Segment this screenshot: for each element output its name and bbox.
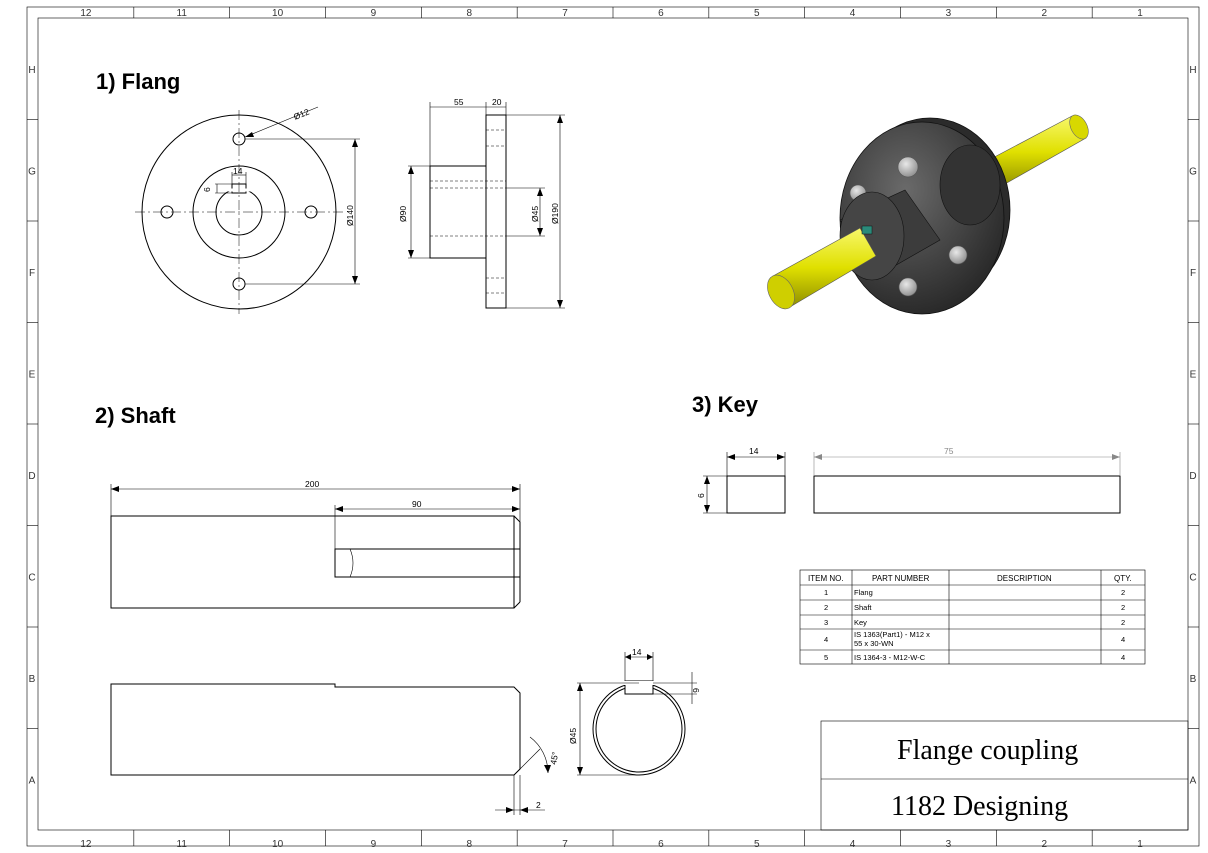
zone-row-label-right: E	[1190, 369, 1197, 380]
zone-col-label-top: 12	[80, 8, 92, 19]
section-title-key: 3) Key	[692, 392, 759, 417]
dim-flange-key-width: 14	[233, 166, 243, 176]
zone-col-label-top: 6	[658, 8, 664, 19]
dim-flange-hole: Ø12	[292, 106, 311, 121]
zone-col-label-bottom: 11	[177, 839, 188, 850]
shaft-section-view	[577, 652, 697, 776]
bom-header-part: PART NUMBER	[872, 574, 930, 583]
dim-shaft-keyway-length: 90	[412, 499, 422, 509]
zone-row-label-right: H	[1189, 65, 1196, 76]
zone-row-label-right: F	[1190, 268, 1196, 279]
flange-side-view	[408, 102, 565, 309]
bom-row-3-qty: 2	[1121, 618, 1125, 627]
zone-row-label-right: A	[1190, 775, 1197, 786]
bom-row-4-part-line2: 55 x 30-WN	[854, 639, 894, 648]
zone-row-label-left: C	[28, 572, 35, 583]
zone-col-label-bottom: 10	[272, 839, 284, 850]
dim-shaft-chamfer: 2	[536, 800, 541, 810]
inner-border	[37, 17, 1189, 831]
bom-row-1-qty: 2	[1121, 588, 1125, 597]
bom-header-description: DESCRIPTION	[997, 574, 1052, 583]
zone-row-label-left: D	[28, 471, 35, 482]
bom-row-4-part: IS 1363(Part1) - M12 x	[854, 630, 930, 639]
zone-col-label-top: 2	[1041, 8, 1047, 19]
dim-flange-hub-length: 55	[454, 97, 464, 107]
zone-row-label-left: F	[29, 268, 35, 279]
section-title-shaft: 2) Shaft	[95, 403, 176, 428]
zone-col-label-bottom: 8	[466, 839, 472, 850]
bom-row-1-part: Flang	[854, 588, 873, 597]
dim-shaft-key-height: 6	[691, 688, 701, 693]
zone-row-label-left: A	[29, 775, 36, 786]
dim-key-length: 75	[944, 446, 954, 456]
zone-col-label-bottom: 2	[1041, 839, 1047, 850]
title-block-title: Flange coupling	[897, 735, 1078, 766]
bom-row-3-part: Key	[854, 618, 867, 627]
zone-col-label-top: 5	[754, 8, 760, 19]
dim-shaft-length: 200	[305, 479, 319, 489]
outer-border	[26, 6, 1200, 847]
zone-col-label-bottom: 3	[946, 839, 952, 850]
bom-table	[799, 569, 1146, 665]
dim-flange-thickness: 20	[492, 97, 502, 107]
zone-row-label-left: H	[28, 65, 35, 76]
bom-row-1-item: 1	[824, 588, 828, 597]
dim-flange-bore: Ø45	[530, 206, 540, 222]
bom-row-2-part: Shaft	[854, 603, 872, 612]
dim-shaft-chamfer-angle: 45°	[548, 751, 560, 765]
zone-col-label-top: 1	[1137, 8, 1143, 19]
zone-row-label-right: B	[1190, 674, 1197, 685]
zone-col-label-bottom: 4	[850, 839, 856, 850]
zone-col-label-top: 4	[850, 8, 856, 19]
zone-col-label-bottom: 5	[754, 839, 760, 850]
dim-key-height: 6	[696, 493, 706, 498]
dim-shaft-diameter: Ø45	[568, 728, 578, 744]
bom-row-3-item: 3	[824, 618, 828, 627]
title-block	[820, 720, 1189, 831]
section-title-flang: 1) Flang	[96, 69, 180, 94]
zone-row-label-right: G	[1189, 166, 1197, 177]
dim-flange-hub-diameter: Ø90	[398, 206, 408, 222]
zone-row-label-left: E	[29, 369, 36, 380]
zone-col-label-bottom: 6	[658, 839, 664, 850]
zone-col-label-bottom: 1	[1137, 839, 1143, 850]
zone-col-label-top: 10	[272, 8, 284, 19]
zone-col-label-top: 3	[946, 8, 952, 19]
zone-col-label-bottom: 7	[562, 839, 568, 850]
key-views	[703, 452, 1121, 514]
title-block-company: 1182 Designing	[891, 791, 1068, 822]
bom-header-qty: QTY.	[1114, 574, 1132, 583]
zone-row-label-left: B	[29, 674, 36, 685]
bom-row-5-part: IS 1364-3 - M12-W-C	[854, 653, 926, 662]
dim-shaft-key-width: 14	[632, 647, 642, 657]
coupling-3d-view	[767, 114, 1089, 315]
bom-row-4-item: 4	[824, 635, 828, 644]
zone-row-label-left: G	[28, 166, 36, 177]
zone-col-label-bottom: 9	[371, 839, 377, 850]
zone-col-label-top: 11	[177, 8, 188, 19]
flange-front-view	[135, 106, 360, 314]
bom-row-5-item: 5	[824, 653, 828, 662]
dim-flange-key-height: 6	[202, 187, 212, 192]
dim-key-width: 14	[749, 446, 759, 456]
bom-row-4-qty: 4	[1121, 635, 1125, 644]
bom-row-5-qty: 4	[1121, 653, 1125, 662]
zone-col-label-top: 9	[371, 8, 377, 19]
zone-col-label-top: 8	[466, 8, 472, 19]
zone-row-label-right: C	[1189, 572, 1196, 583]
dim-flange-pcd: Ø140	[345, 205, 355, 226]
bom-header-item: ITEM NO.	[808, 574, 844, 583]
shaft-side-view	[110, 683, 551, 815]
zone-row-label-right: D	[1189, 471, 1196, 482]
bom-row-2-qty: 2	[1121, 603, 1125, 612]
zone-col-label-top: 7	[562, 8, 568, 19]
shaft-top-view	[110, 484, 521, 609]
zone-col-label-bottom: 12	[80, 839, 92, 850]
dim-flange-outer-diameter: Ø190	[550, 203, 560, 224]
bom-row-2-item: 2	[824, 603, 828, 612]
